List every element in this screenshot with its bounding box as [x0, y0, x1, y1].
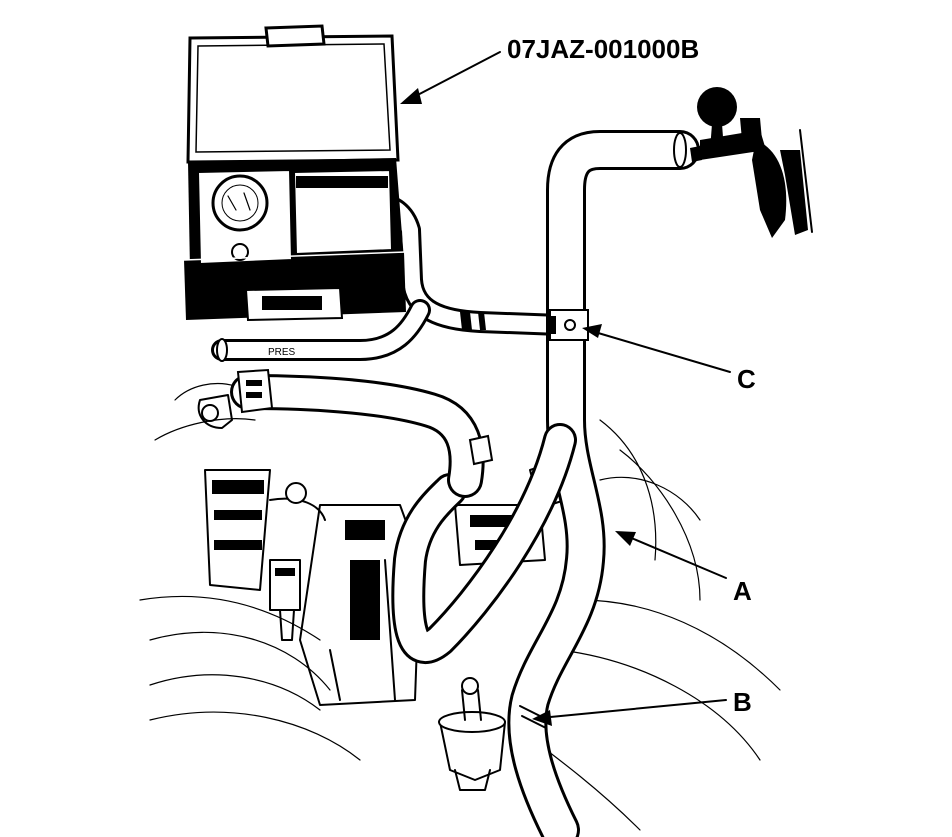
hose-clip [236, 368, 274, 414]
tool-part-number: 07JAZ-001000B [507, 34, 699, 64]
vacuum-tester-case [183, 24, 407, 322]
port-icon [231, 243, 249, 261]
gauge-icon [211, 174, 269, 232]
hand-vacuum-pump [690, 87, 813, 238]
leader-lines [400, 51, 731, 726]
lower-loop-hose [391, 423, 577, 664]
tee-connector-c [546, 309, 589, 341]
callout-b: B [733, 687, 752, 717]
upper-left-hose [230, 368, 494, 498]
hose-marking: PRES [268, 347, 296, 358]
labels: 07JAZ-001000B C A B PRES [268, 34, 756, 717]
hose-end [673, 132, 687, 168]
callout-a: A [733, 576, 752, 606]
pump-gauge-icon [697, 87, 737, 127]
hose-a [507, 130, 700, 837]
callout-c: C [737, 364, 756, 394]
pres-hose [211, 299, 431, 362]
